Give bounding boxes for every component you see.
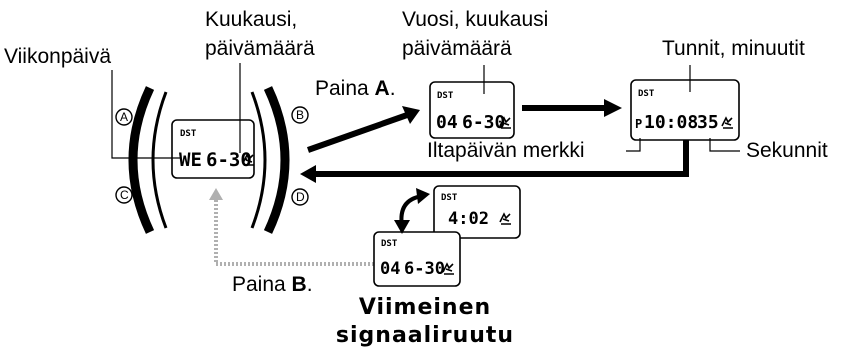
- time-screen-time: 10:08: [644, 112, 698, 133]
- caption-line1: Viimeinen: [359, 295, 491, 320]
- svg-text:DST: DST: [437, 91, 454, 101]
- pm-indicator-label: Iltapäivän merkki: [427, 139, 585, 162]
- signal-screen-bottom: DST 04 6-30: [373, 231, 461, 287]
- arrow-right-icon: [307, 111, 411, 153]
- svg-text:B: B: [296, 108, 304, 122]
- button-b-icon: B: [291, 106, 309, 124]
- watch-date: 6-30: [206, 149, 252, 171]
- year-screen-year: 04: [436, 112, 458, 133]
- signal-top-time: 4:02: [448, 209, 489, 229]
- press-a-label: Paina A.: [315, 77, 396, 100]
- seconds-leader: [709, 138, 740, 152]
- svg-text:D: D: [296, 190, 305, 204]
- svg-text:C: C: [120, 188, 129, 202]
- svg-text:DST: DST: [381, 239, 398, 249]
- svg-text:DST: DST: [638, 89, 655, 99]
- weekday-leader: [111, 70, 180, 159]
- press-b-label: Paina B.: [232, 273, 313, 296]
- arrow-left-icon: [312, 140, 689, 177]
- signal-bottom-date: 6-30: [404, 259, 445, 279]
- year-label-line1: Vuosi, kuukausi: [402, 8, 548, 31]
- watch: A B C D DST WE 6-30: [115, 86, 309, 234]
- year-label-line2: päivämäärä: [402, 37, 512, 60]
- watch-dst: DST: [180, 129, 197, 139]
- month-date-label-line2: päivämäärä: [205, 37, 315, 60]
- svg-text:A: A: [120, 110, 128, 124]
- year-screen-date: 6-30: [462, 112, 505, 133]
- seconds-label: Sekunnit: [746, 139, 828, 162]
- pm-leader: [626, 138, 641, 152]
- dotted-arrow-head: [209, 188, 223, 200]
- year-screen: DST 04 6-30: [429, 81, 515, 139]
- month-date-label-line1: Kuukausi,: [205, 8, 297, 31]
- hours-minutes-label: Tunnit, minuutit: [662, 37, 805, 60]
- time-screen-pm: P: [635, 117, 642, 131]
- weekday-label: Viikonpäivä: [4, 45, 111, 68]
- button-c-icon: C: [115, 186, 133, 204]
- press-b-path: [214, 196, 376, 266]
- button-a-icon: A: [115, 108, 133, 126]
- signal-screen-top: DST 4:02: [433, 185, 521, 239]
- signal-bottom-year: 04: [380, 259, 400, 279]
- button-d-icon: D: [291, 188, 309, 206]
- watch-lcd: [171, 119, 255, 179]
- time-screen: DST P 10:08 35: [630, 79, 740, 141]
- caption-line2: signaaliruutu: [336, 323, 514, 348]
- svg-text:DST: DST: [441, 193, 458, 203]
- watch-day: WE: [179, 149, 202, 171]
- time-screen-seconds: 35: [697, 112, 719, 133]
